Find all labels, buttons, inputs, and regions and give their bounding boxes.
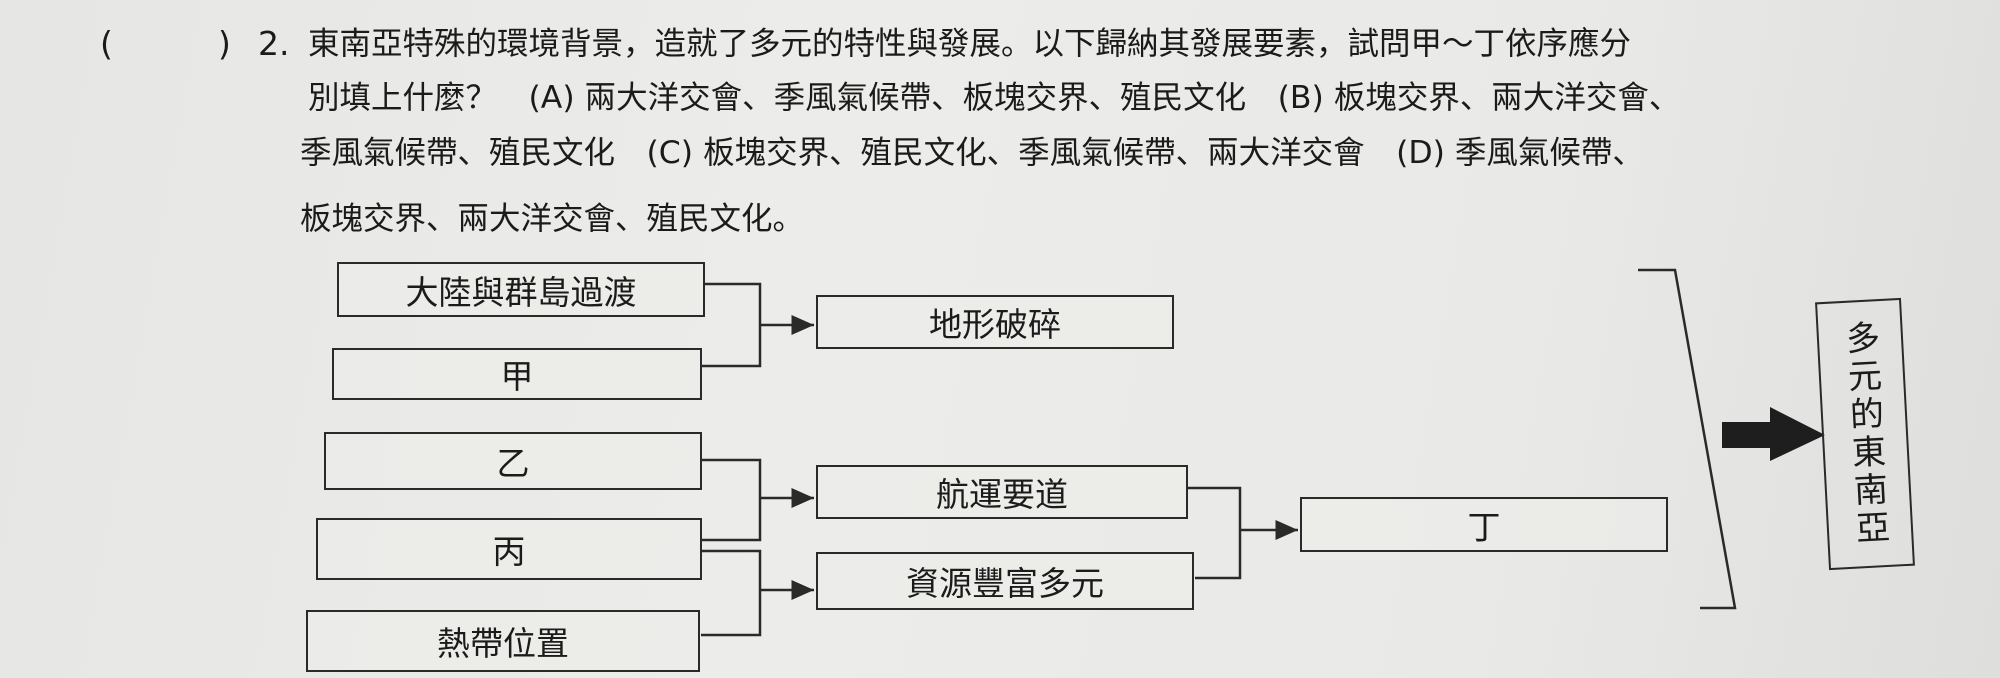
box-bing: 丙 xyxy=(316,518,702,580)
box-yi: 乙 xyxy=(324,432,702,490)
question-line-2: 別填上什麼？ (A) 兩大洋交會、季風氣候帶、板塊交界、殖民文化 (B) 板塊交… xyxy=(308,80,1681,116)
box-diverse-southeast-asia: 多元的東南亞 xyxy=(1815,297,1915,571)
question-line-4: 板塊交界、兩大洋交會、殖民文化。 xyxy=(300,201,805,237)
box-shipping-route: 航運要道 xyxy=(816,465,1188,519)
result-label: 多元的東南亞 xyxy=(1838,319,1891,549)
box-fragmented-terrain: 地形破碎 xyxy=(816,295,1174,349)
box-continent-island-transition: 大陸與群島過渡 xyxy=(337,262,705,317)
box-jia: 甲 xyxy=(332,348,702,400)
box-rich-resources: 資源豐富多元 xyxy=(816,552,1194,610)
question-line-3: 季風氣候帶、殖民文化 (C) 板塊交界、殖民文化、季風氣候帶、兩大洋交會 (D)… xyxy=(300,135,1644,171)
box-tropical-location: 熱帶位置 xyxy=(306,610,700,672)
result-arrow-icon xyxy=(1722,407,1825,461)
answer-close-paren: ) xyxy=(218,24,231,63)
question-number: 2. xyxy=(258,24,290,63)
question-line-1: 東南亞特殊的環境背景，造就了多元的特性與發展。以下歸納其發展要素，試問甲～丁依序… xyxy=(308,26,1632,62)
answer-open-paren: ( xyxy=(100,24,113,63)
box-ding: 丁 xyxy=(1300,497,1668,552)
